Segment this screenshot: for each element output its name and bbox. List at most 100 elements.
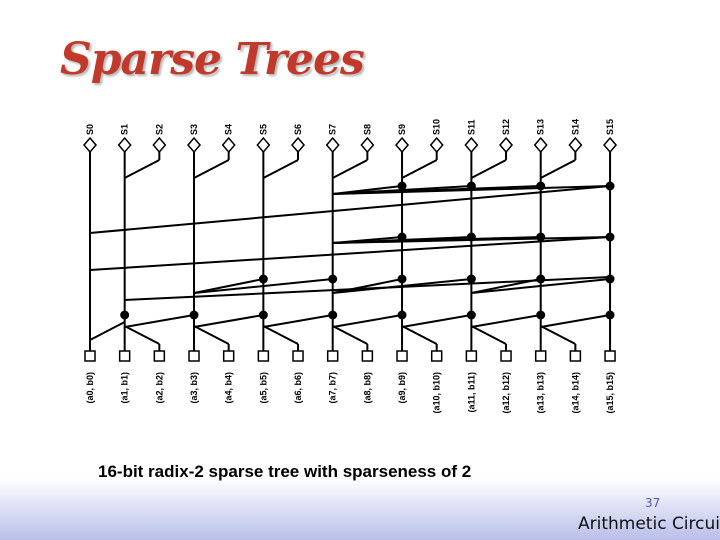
combine-node <box>536 232 546 242</box>
input-port <box>292 350 304 362</box>
output-label: S9 <box>397 124 407 135</box>
output-label: S8 <box>362 124 372 135</box>
input-label: (a4, b4) <box>224 372 234 404</box>
combine-node <box>536 310 546 320</box>
combine-node <box>466 181 476 191</box>
prefix-wire <box>89 236 611 271</box>
combine-node <box>397 181 407 191</box>
tree-wires <box>89 152 612 351</box>
output-port <box>83 136 97 154</box>
combine-node <box>328 310 338 320</box>
pg-input-wire <box>193 325 230 345</box>
output-label: S2 <box>154 124 164 135</box>
combine-node <box>536 181 546 191</box>
input-label: (a9, b9) <box>397 372 407 404</box>
prefix-wire <box>471 278 611 294</box>
sum-select-wire <box>193 159 230 179</box>
combine-node <box>258 274 268 284</box>
input-port <box>465 350 478 362</box>
input-port <box>222 350 235 362</box>
input-port <box>153 350 166 362</box>
input-port <box>84 350 96 362</box>
combine-node <box>605 310 615 320</box>
input-port <box>534 350 547 362</box>
input-port <box>569 350 582 362</box>
output-port <box>568 136 583 154</box>
pg-input-wire <box>401 325 438 345</box>
input-label: (a11, b11) <box>466 372 476 413</box>
output-label: S6 <box>293 124 303 135</box>
prefix-wire <box>124 276 611 301</box>
combine-node <box>605 181 615 191</box>
prefix-wire <box>193 314 264 328</box>
output-label: S11 <box>466 119 476 135</box>
input-port <box>604 350 616 362</box>
output-port <box>533 136 548 154</box>
input-port <box>430 350 443 362</box>
combine-node <box>397 310 407 320</box>
input-label: (a13, b13) <box>536 372 546 414</box>
output-port <box>429 136 444 154</box>
output-label: S12 <box>501 119 511 135</box>
sum-select-wire <box>124 159 160 179</box>
combine-node <box>466 274 476 284</box>
output-port <box>221 136 236 154</box>
output-port <box>325 136 340 154</box>
combine-node <box>397 274 407 284</box>
sum-select-wire <box>540 159 576 179</box>
sum-select-wire <box>332 159 368 179</box>
output-label: S10 <box>432 119 442 135</box>
combine-node <box>466 310 476 320</box>
output-label: S13 <box>536 119 546 135</box>
prefix-wire <box>471 314 541 328</box>
output-label: S15 <box>605 119 615 135</box>
prefix-wire <box>332 314 403 328</box>
sum-select-wire <box>470 159 507 179</box>
output-port <box>152 136 167 154</box>
output-port <box>499 136 514 154</box>
prefix-wire <box>193 278 264 294</box>
input-label: (a3, b3) <box>189 372 199 404</box>
combine-node <box>397 232 407 242</box>
prefix-wire <box>263 314 333 328</box>
output-label: S7 <box>328 124 338 135</box>
combine-node <box>605 274 615 284</box>
prefix-wire <box>124 314 195 328</box>
input-label: (a15, b15) <box>605 372 615 414</box>
combine-node <box>120 310 130 320</box>
output-label: S14 <box>570 119 580 135</box>
sum-select-wire <box>262 159 299 179</box>
input-label: (a14, b14) <box>570 372 580 414</box>
input-port <box>118 350 131 362</box>
pg-input-wire <box>332 325 368 345</box>
input-label: (a8, b8) <box>362 372 372 404</box>
combine-node <box>189 310 199 320</box>
slide-title: Sparse Trees <box>60 34 365 85</box>
input-label: (a6, b6) <box>293 372 303 404</box>
pg-input-wire <box>89 321 126 341</box>
combine-node <box>328 274 338 284</box>
input-port <box>361 350 374 362</box>
sum-select-wire <box>401 159 438 179</box>
output-port <box>464 136 479 154</box>
output-port <box>256 136 271 154</box>
combine-node <box>605 232 615 242</box>
page-number: 37 <box>645 496 661 510</box>
prefix-wire <box>89 185 611 234</box>
figure-caption: 16-bit radix-2 sparse tree with sparsene… <box>98 462 472 481</box>
output-label: S1 <box>120 124 130 135</box>
prefix-wire <box>540 314 611 328</box>
combine-node <box>536 274 546 284</box>
combine-node <box>258 310 268 320</box>
output-port <box>395 136 410 154</box>
input-port <box>396 350 408 362</box>
input-port <box>188 350 200 362</box>
output-label: S0 <box>85 124 95 135</box>
footer-label: Arithmetic Circuits <box>578 514 720 534</box>
input-label: (a10, b10) <box>432 372 442 414</box>
output-port <box>603 136 618 154</box>
input-port <box>257 350 270 362</box>
combine-node <box>466 232 476 242</box>
